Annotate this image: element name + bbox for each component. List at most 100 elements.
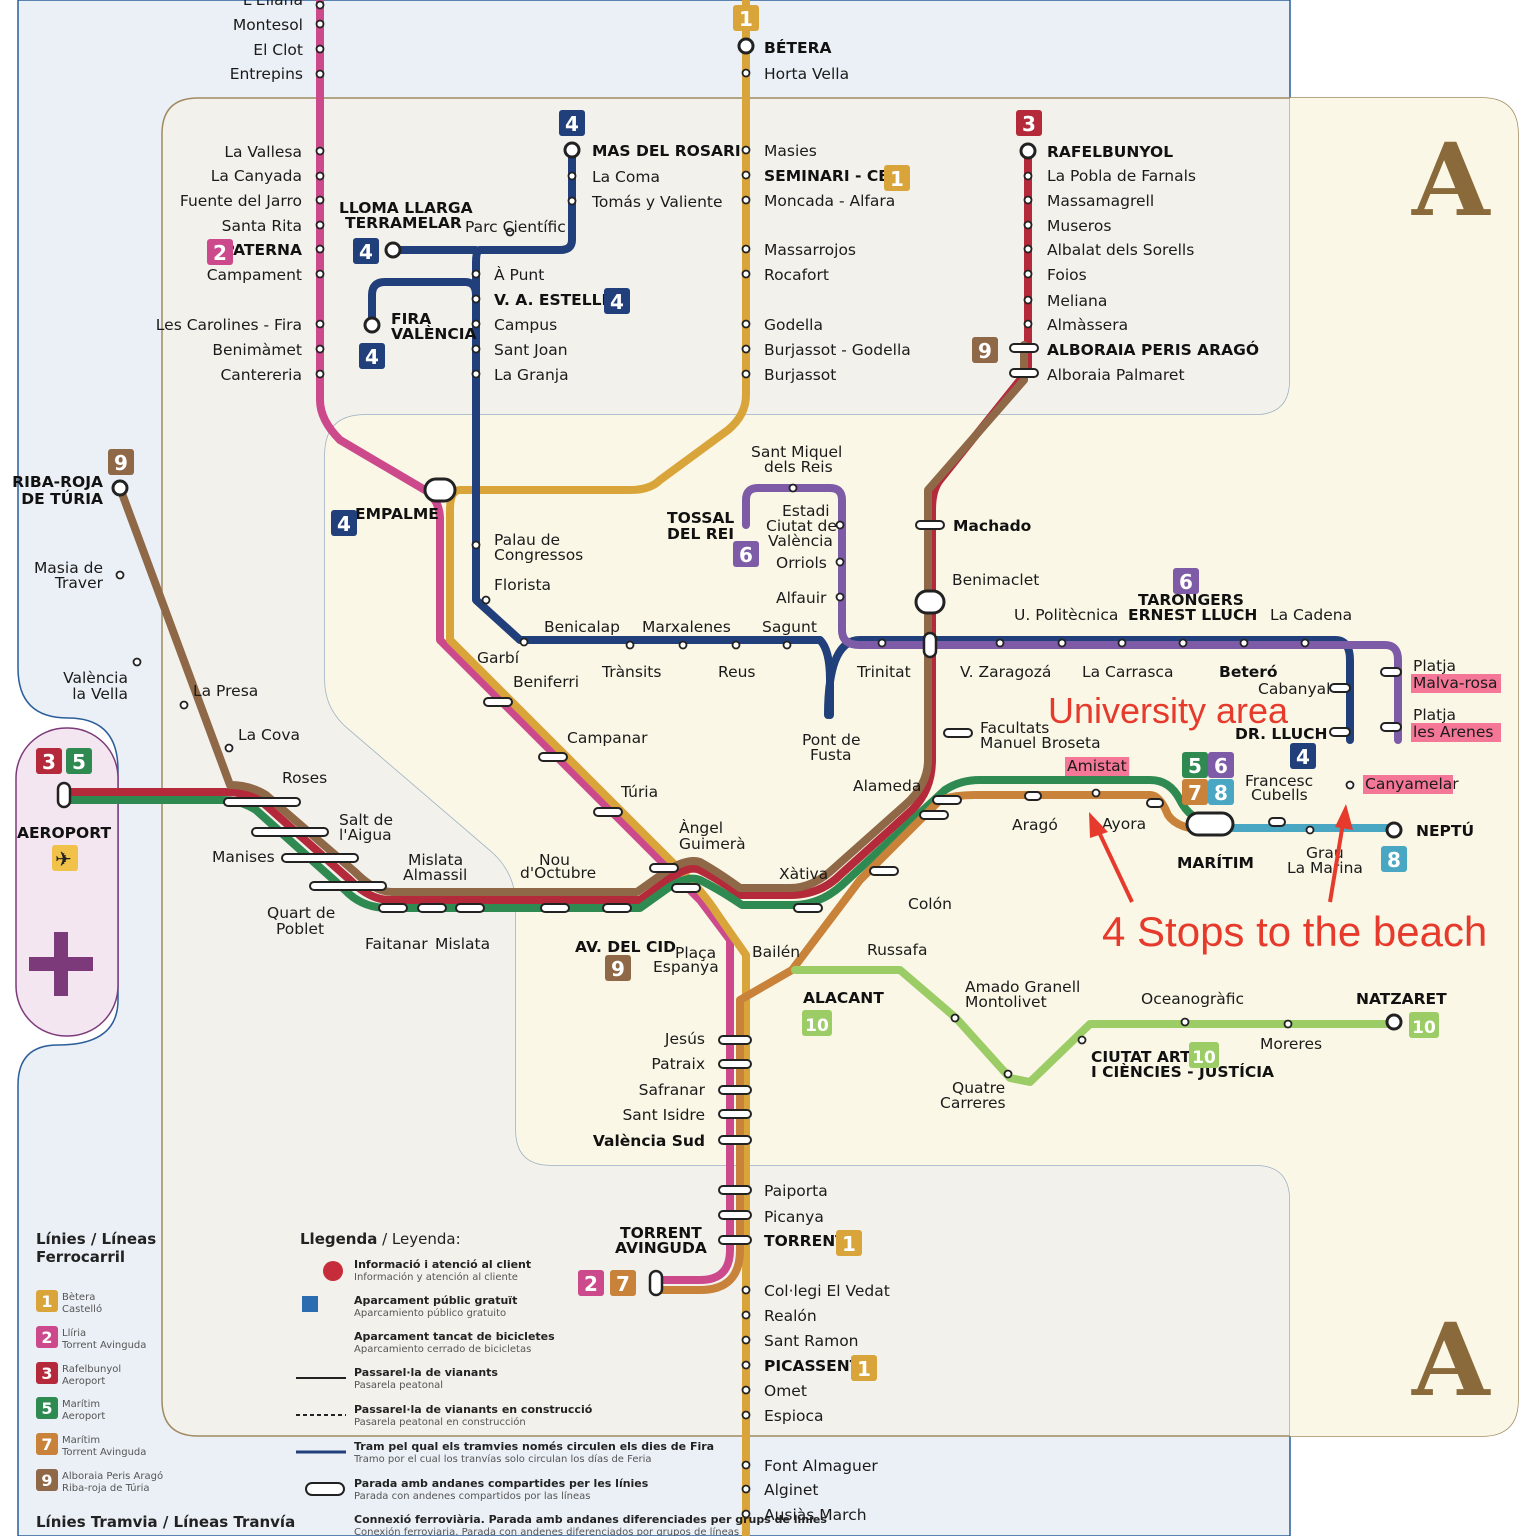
- legend-item-ca: Connexió ferroviària. Parada amb andanes…: [354, 1513, 827, 1526]
- svg-text:6: 6: [1214, 754, 1228, 778]
- platform-stop: [593, 807, 623, 817]
- station-stop: [315, 269, 325, 279]
- station-stop: [741, 1385, 751, 1395]
- terminus-stop: [648, 1269, 664, 1297]
- line-badge-5: 5: [1182, 752, 1208, 778]
- station-stop: [1180, 1017, 1190, 1027]
- station-label: Safranar: [639, 1081, 706, 1099]
- station-label: Benimàmet: [212, 341, 302, 359]
- line-badge-3: 3: [36, 748, 62, 774]
- airplane-icon: ✈: [52, 845, 78, 871]
- station-label: LLOMA LLARGA: [339, 199, 473, 217]
- platform-stop: [718, 1109, 752, 1119]
- station-stop: [315, 0, 325, 10]
- station-stop: [731, 640, 741, 650]
- legend-item-es: Conexión ferroviaria. Parada con andenes…: [354, 1526, 739, 1536]
- line-badge-6: 6: [733, 541, 759, 567]
- platform-stop: [602, 903, 632, 913]
- station-label: Colón: [908, 895, 952, 913]
- interchange-stop: [1185, 811, 1235, 837]
- station-label: Benicalap: [544, 618, 620, 636]
- platform-stop: [718, 1085, 752, 1095]
- station-stop: [1023, 295, 1033, 305]
- line-badge-4: 4: [353, 238, 379, 264]
- line-list-badge: [36, 1362, 58, 1384]
- station-label: Quatre: [952, 1079, 1005, 1097]
- station-label: Cantereria: [220, 366, 302, 384]
- station-label: València Sud: [593, 1132, 705, 1150]
- line-7-path-10: [652, 791, 1214, 1294]
- station-stop: [1345, 780, 1355, 790]
- terminus-stop: [563, 141, 581, 159]
- line-badge-10: 10: [802, 1010, 832, 1036]
- station-stop: [788, 483, 798, 493]
- svg-text:4: 4: [1296, 745, 1310, 769]
- station-label: TERRAMELAR: [345, 214, 462, 232]
- station-label: Túria: [620, 783, 658, 801]
- station-label: Horta Vella: [764, 65, 849, 83]
- svg-text:6: 6: [1179, 570, 1193, 594]
- station-label: Palau de: [494, 531, 560, 549]
- station-label: La Pobla de Farnals: [1047, 167, 1196, 185]
- legend: Llegenda / Leyenda: Informació i atenció…: [296, 1230, 827, 1536]
- station-stop: [741, 244, 751, 254]
- terminus-stop: [384, 241, 402, 259]
- line-list-to: Aeroport: [62, 1376, 105, 1387]
- terminus-stop: [1019, 142, 1037, 160]
- station-label: TOSSAL: [667, 509, 734, 527]
- station-label: Tomás y Valiente: [591, 193, 723, 211]
- station-stop: [741, 195, 751, 205]
- station-label: DR. LLUCH: [1235, 725, 1328, 743]
- station-stop: [995, 638, 1005, 648]
- station-label: Ausiàs March: [764, 1506, 867, 1524]
- station-stop: [315, 344, 325, 354]
- station-label: les Arenes: [1413, 723, 1493, 741]
- shared-platform-icon: [305, 1482, 345, 1496]
- station-stop: [471, 540, 481, 550]
- legend-item-es: Parada con andenes compartidos por las l…: [354, 1490, 591, 1502]
- line-badge-2: 2: [207, 239, 233, 265]
- line-list-badge: [36, 1397, 58, 1419]
- platform-stop: [1024, 791, 1042, 801]
- station-label: Florista: [494, 576, 551, 594]
- svg-text:4: 4: [359, 240, 373, 264]
- line-4-path-5: [824, 636, 1354, 744]
- line-badge-4: 4: [331, 510, 357, 536]
- station-stop: [741, 1484, 751, 1494]
- legend-item-ca: Aparcament tancat de bicicletes: [354, 1330, 555, 1343]
- terminus-stop: [363, 316, 381, 334]
- line-badge-1: 1: [836, 1230, 862, 1256]
- lines-list: Línies / Líneas Ferrocarril Línies Tramv…: [36, 1230, 295, 1531]
- station-label: Col·legi El Vedat: [764, 1282, 890, 1300]
- svg-text:1: 1: [739, 7, 753, 31]
- platform-stop: [1329, 683, 1351, 693]
- svg-text:9: 9: [114, 451, 128, 475]
- line-badge-4: 4: [1290, 743, 1316, 769]
- platform-stop: [1380, 722, 1402, 732]
- station-stop: [1023, 220, 1033, 230]
- line-badge-8: 8: [1381, 846, 1407, 872]
- svg-text:✈: ✈: [55, 847, 72, 871]
- station-label: NEPTÚ: [1416, 821, 1474, 840]
- station-stop: [315, 44, 325, 54]
- line-badge-4: 4: [559, 110, 585, 136]
- svg-text:1: 1: [857, 1357, 871, 1381]
- station-label: VALÈNCIA: [391, 324, 477, 343]
- platform-stop: [718, 1185, 752, 1195]
- station-label: Les Carolines - Fira: [156, 316, 302, 334]
- station-label: València: [63, 669, 128, 687]
- highlight-mark: [1363, 775, 1453, 794]
- line-badge-6: 6: [1208, 752, 1234, 778]
- station-label: Fusta: [810, 746, 852, 764]
- svg-text:10: 10: [805, 1016, 829, 1036]
- station-stop: [835, 520, 845, 530]
- station-label: Campanar: [567, 729, 648, 747]
- station-stop: [1023, 244, 1033, 254]
- line-badge-1: 1: [851, 1355, 877, 1381]
- station-label: Malva-rosa: [1413, 674, 1498, 692]
- parking-icon: [302, 1296, 318, 1312]
- station-stop: [1091, 788, 1101, 798]
- annotation-arrows: [1089, 804, 1353, 903]
- station-label: Montesol: [233, 16, 303, 34]
- legend-item-ca: Parada amb andanes compartides per les l…: [354, 1477, 649, 1490]
